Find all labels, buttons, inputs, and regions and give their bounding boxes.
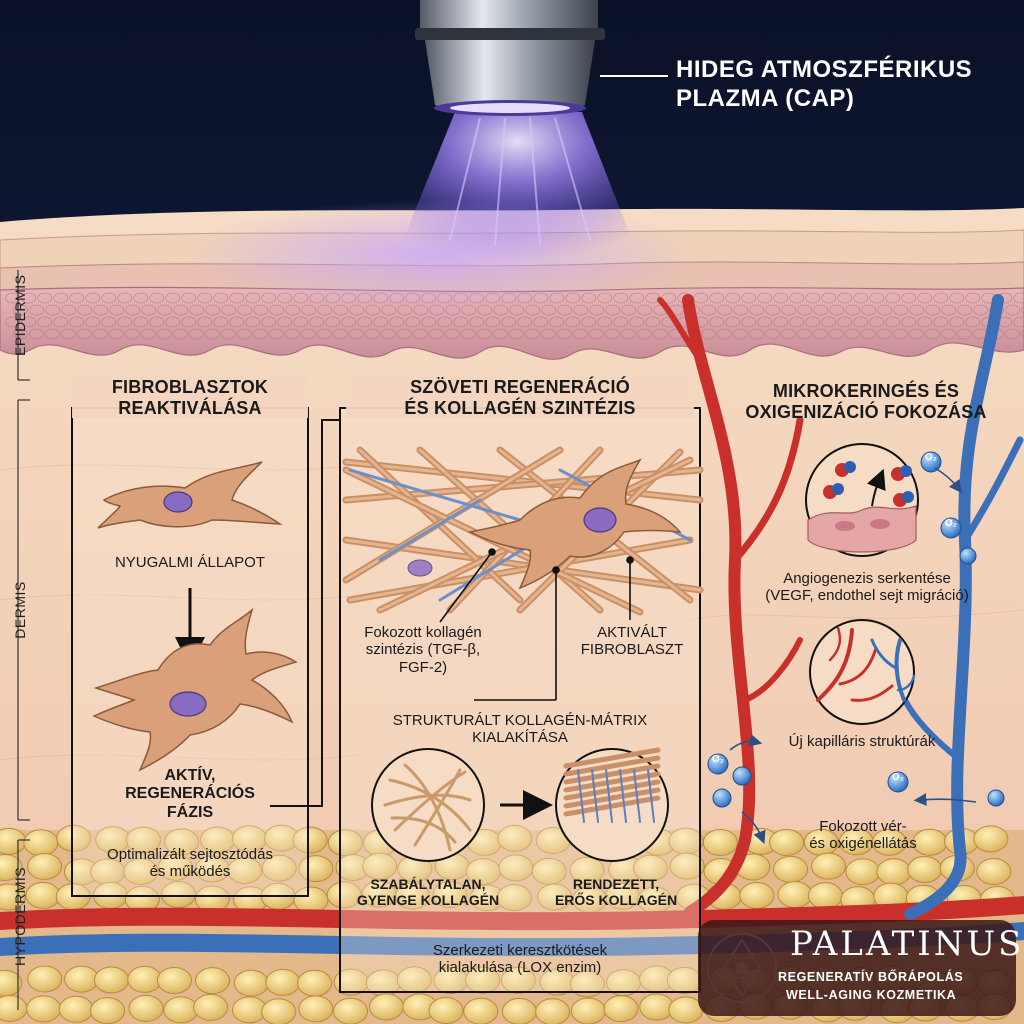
- note-line2: és működés: [74, 863, 306, 880]
- angiogenesis-label: Angiogenezis serkentése (VEGF, endothel …: [722, 570, 1012, 605]
- active-line3: FÁZIS: [80, 804, 300, 822]
- crosslink-label: Szerkezeti keresztkötések kialakulása (L…: [346, 942, 694, 977]
- active-phase-label: AKTÍV, REGENERÁCIÓS FÁZIS: [80, 767, 300, 822]
- collagen-line2: szintézis (TGF-β,: [348, 641, 498, 658]
- device-label-line2: PLAZMA (CAP): [676, 85, 972, 114]
- left-title-line2: REAKTIVÁLÁSA: [72, 398, 308, 419]
- right-panel-title: MIKROKERINGÉS ÉS OXIGENIZÁCIÓ FOKOZÁSA: [716, 381, 1016, 422]
- matrix-label: STRUKTURÁLT KOLLAGÉN-MÁTRIX KIALAKÍTÁSA: [346, 712, 694, 747]
- collagen-synthesis-label: Fokozott kollagén szintézis (TGF-β, FGF-…: [348, 624, 498, 676]
- irregular-line2: GYENGE KOLLAGÉN: [348, 892, 508, 908]
- middle-panel-title: SZÖVETI REGENERÁCIÓ ÉS KOLLAGÉN SZINTÉZI…: [346, 377, 694, 418]
- o2-label-1: O₂: [921, 452, 941, 463]
- fibroblast-line1: AKTIVÁLT: [572, 624, 692, 641]
- middle-title-line2: ÉS KOLLAGÉN SZINTÉZIS: [346, 398, 694, 419]
- o2-label-2: O₂: [941, 518, 961, 529]
- left-panel-title: FIBROBLASZTOK REAKTIVÁLÁSA: [72, 377, 308, 418]
- crosslink-line1: Szerkezeti keresztkötések: [346, 942, 694, 959]
- supply-line2: és oxigénellátás: [778, 835, 948, 852]
- note-line1: Optimalizált sejtosztódás: [74, 846, 306, 863]
- capillary-label: Új kapilláris struktúrák: [752, 733, 972, 750]
- ordered-line1: RENDEZETT,: [536, 876, 696, 892]
- angio-line2: (VEGF, endothel sejt migráció): [722, 587, 1012, 604]
- ordered-collagen-label: RENDEZETT, ERŐS KOLLAGÉN: [536, 876, 696, 908]
- collagen-line1: Fokozott kollagén: [348, 624, 498, 641]
- layer-dermis: DERMIS: [12, 578, 28, 642]
- right-title-line1: MIKROKERINGÉS ÉS: [716, 381, 1016, 402]
- o2-label-3: O₂: [708, 754, 728, 765]
- active-line1: AKTÍV,: [80, 767, 300, 785]
- o2-label-4: O₂: [888, 772, 908, 783]
- ordered-line2: ERŐS KOLLAGÉN: [536, 892, 696, 908]
- device-label-line1: HIDEG ATMOSZFÉRIKUS: [676, 56, 972, 85]
- layer-epidermis: EPIDERMIS: [12, 292, 28, 356]
- collagen-line3: FGF-2): [348, 659, 498, 676]
- active-line2: REGENERÁCIÓS: [80, 785, 300, 803]
- brand-line1: REGENERATÍV BŐRÁPOLÁS: [778, 970, 963, 984]
- matrix-line1: STRUKTURÁLT KOLLAGÉN-MÁTRIX: [346, 712, 694, 729]
- middle-title-line1: SZÖVETI REGENERÁCIÓ: [346, 377, 694, 398]
- crosslink-line2: kialakulása (LOX enzim): [346, 959, 694, 976]
- angio-line1: Angiogenezis serkentése: [722, 570, 1012, 587]
- irregular-collagen-label: SZABÁLYTALAN, GYENGE KOLLAGÉN: [348, 876, 508, 908]
- layer-hypodermis: HYPODERMIS: [12, 882, 28, 966]
- resting-state-label: NYUGALMI ÁLLAPOT: [80, 554, 300, 571]
- matrix-line2: KIALAKÍTÁSA: [346, 729, 694, 746]
- activated-fibroblast-label: AKTIVÁLT FIBROBLASZT: [572, 624, 692, 659]
- fibroblast-line2: FIBROBLASZT: [572, 641, 692, 658]
- optimized-division-note: Optimalizált sejtosztódás és működés: [74, 846, 306, 881]
- left-title-line1: FIBROBLASZTOK: [72, 377, 308, 398]
- supply-line1: Fokozott vér-: [778, 818, 948, 835]
- device-label: HIDEG ATMOSZFÉRIKUS PLAZMA (CAP): [676, 56, 972, 114]
- brand-line2: WELL-AGING KOZMETIKA: [786, 988, 956, 1002]
- irregular-line1: SZABÁLYTALAN,: [348, 876, 508, 892]
- brand-name: PALATINUS: [790, 924, 1024, 964]
- supply-label: Fokozott vér- és oxigénellátás: [778, 818, 948, 853]
- right-title-line2: OXIGENIZÁCIÓ FOKOZÁSA: [716, 402, 1016, 423]
